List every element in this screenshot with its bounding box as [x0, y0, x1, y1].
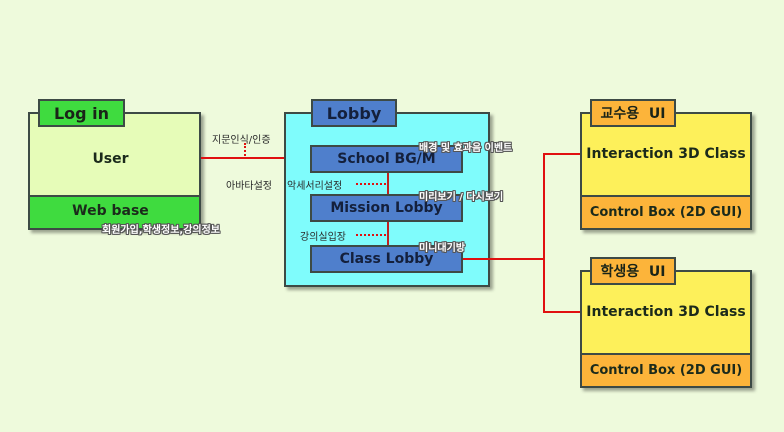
student-interaction-label[interactable]: Interaction 3D Class [586, 304, 746, 320]
teacher-ui-tab[interactable]: 교수용 UI [590, 99, 676, 127]
web-base-note: 회원가입,학생정보,강의정보 [102, 225, 220, 236]
connector-teacher-ui [543, 153, 580, 155]
accessory-note: 악세서리설정 [287, 181, 343, 192]
mission-lobby-button[interactable]: Mission Lobby [310, 194, 463, 222]
connector-class-lobby [463, 258, 545, 260]
teacher-control-label[interactable]: Control Box (2D GUI) [589, 204, 743, 220]
connector-auth-dots [244, 143, 246, 156]
connector-student-ui [543, 311, 580, 313]
class-lobby-button[interactable]: Class Lobby [310, 245, 463, 273]
web-base-section[interactable] [28, 195, 201, 230]
school-bgm-note: 배경 및 효과음 이벤트 [419, 143, 513, 154]
connector-ui-vertical [543, 153, 545, 313]
school-bgm-button[interactable]: School BG/M [310, 145, 463, 173]
avatar-note: 아바타설정 [226, 181, 272, 192]
accessory-dots [356, 183, 386, 185]
login-tab[interactable]: Log in [38, 99, 125, 127]
user-label[interactable]: User [92, 151, 129, 167]
connector-login-lobby [201, 157, 311, 159]
auth-note: 지문인식/인증 [212, 135, 271, 146]
mission-lobby-note: 미리보기 / 다시보기 [419, 192, 504, 203]
class-lobby-note: 미니대기방 [419, 243, 465, 254]
classroom-dots [356, 234, 386, 236]
student-control-section[interactable] [580, 353, 752, 388]
classroom-note: 강의실입장 [300, 232, 346, 243]
teacher-control-section[interactable] [580, 195, 752, 230]
student-control-label[interactable]: Control Box (2D GUI) [589, 362, 743, 378]
web-base-label[interactable]: Web base [72, 203, 149, 219]
lobby-tab[interactable]: Lobby [311, 99, 397, 127]
teacher-interaction-label[interactable]: Interaction 3D Class [586, 146, 746, 162]
student-ui-tab[interactable]: 학생용 UI [590, 257, 676, 285]
